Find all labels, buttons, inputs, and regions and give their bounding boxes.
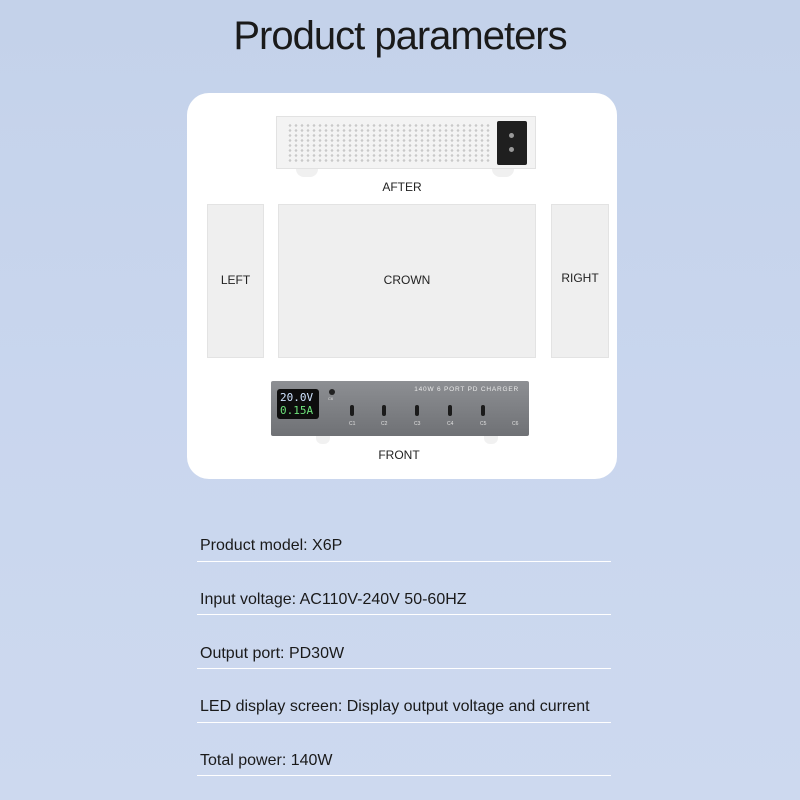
view-label-right: RIGHT — [561, 271, 599, 285]
param-led-display: LED display screen: Display output volta… — [200, 698, 590, 715]
rear-view-device — [276, 116, 536, 169]
device-brand-text: 140W 6 PORT PD CHARGER — [414, 386, 519, 393]
divider — [197, 614, 611, 615]
param-product-model: Product model: X6P — [200, 537, 343, 554]
device-foot — [492, 169, 514, 177]
vent-grille — [287, 123, 492, 163]
port-label: C3 — [414, 421, 421, 427]
top-view-device: CROWN — [278, 204, 536, 358]
divider — [197, 668, 611, 669]
port-label: C6 — [512, 421, 519, 427]
usb-c-port-icon — [481, 405, 485, 416]
display-button-icon — [329, 389, 335, 395]
usb-c-port-icon — [350, 405, 354, 416]
led-voltage-readout: 20.0V — [280, 391, 314, 404]
led-display: 20.0V 0.15A — [277, 389, 319, 419]
param-input-voltage: Input voltage: AC110V-240V 50-60HZ — [200, 591, 467, 608]
param-total-power: Total power: 140W — [200, 752, 333, 769]
port-label: C1 — [349, 421, 356, 427]
view-label-after: AFTER — [382, 180, 422, 194]
front-view-device: 20.0V 0.15A C6 140W 6 PORT PD CHARGER C1… — [271, 381, 529, 436]
page-title: Product parameters — [233, 14, 567, 58]
device-foot — [316, 436, 330, 444]
display-button-label: C6 — [328, 396, 334, 401]
view-label-front: FRONT — [378, 448, 420, 462]
param-output-port: Output port: PD30W — [200, 645, 345, 662]
socket-pin — [509, 133, 514, 138]
socket-pin — [509, 147, 514, 152]
power-socket-icon — [497, 121, 527, 165]
divider — [197, 722, 611, 723]
port-label: C5 — [480, 421, 487, 427]
led-current-readout: 0.15A — [280, 404, 314, 417]
view-label-crown: CROWN — [383, 273, 431, 287]
view-label-left: LEFT — [220, 273, 251, 287]
device-foot — [484, 436, 498, 444]
left-view-device: LEFT — [207, 204, 264, 358]
right-view-device: RIGHT — [551, 204, 609, 358]
device-foot — [296, 169, 318, 177]
port-label: C2 — [381, 421, 388, 427]
usb-c-port-icon — [448, 405, 452, 416]
divider — [197, 775, 611, 776]
usb-c-port-icon — [382, 405, 386, 416]
usb-c-port-icon — [415, 405, 419, 416]
divider — [197, 561, 611, 562]
port-label: C4 — [447, 421, 454, 427]
